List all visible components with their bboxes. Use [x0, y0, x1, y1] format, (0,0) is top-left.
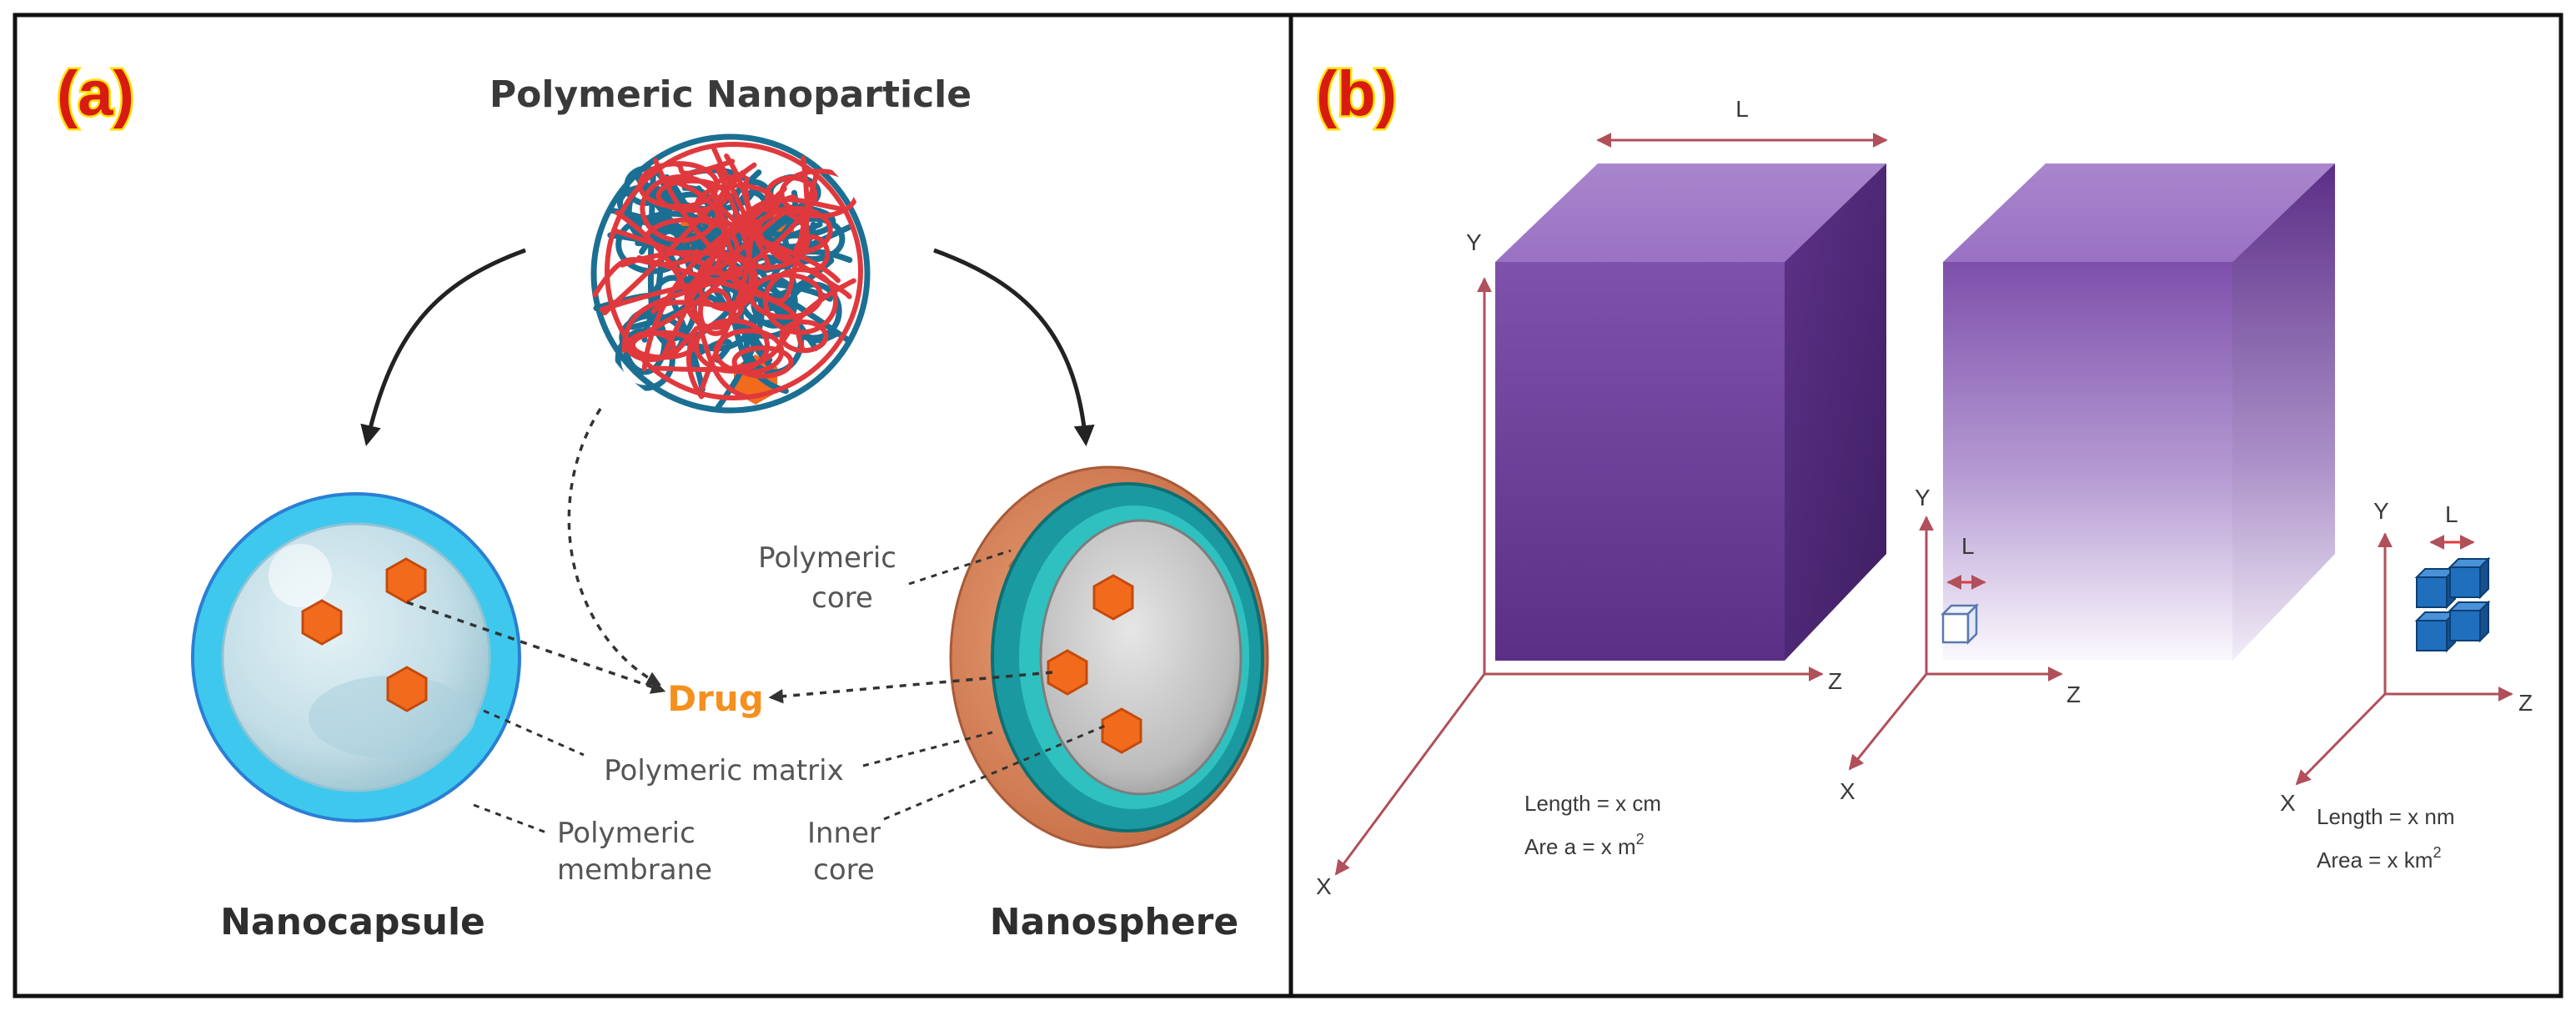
- polymer-rim: [590, 133, 871, 414]
- cube-length-label: L: [1735, 96, 1749, 122]
- nanocapsule-label: Nanocapsule: [220, 901, 485, 943]
- polymer-loop: [655, 178, 730, 214]
- polymeric-matrix-label: Polymeric matrix: [604, 754, 843, 787]
- nanosphere-label: Nanosphere: [990, 901, 1238, 943]
- right-x-axis-label: X: [2280, 790, 2296, 816]
- left-y-axis-label: Y: [1466, 229, 1482, 255]
- drug-arrow-from-nanoparticle: [567, 408, 662, 686]
- left-length-formula: Length = x cm: [1524, 791, 1661, 816]
- membrane-leader: [473, 803, 547, 834]
- polymer-loop: [615, 214, 690, 274]
- blue-cube: [2448, 600, 2491, 643]
- right-length-formula: Length = x nm: [2317, 804, 2455, 829]
- polymer-rim: [605, 142, 863, 400]
- inner-core-label-line1: Inner: [807, 817, 881, 850]
- polymeric-nanoparticle-title: Polymeric Nanoparticle: [490, 73, 972, 116]
- polymer-strand: [670, 326, 705, 400]
- polymer-loop: [693, 318, 771, 374]
- polymer-loop: [731, 345, 794, 379]
- right-area-formula: Area = x km2: [2317, 844, 2441, 873]
- middle-x-axis-label: X: [1840, 778, 1855, 804]
- middle-z-axis-label: Z: [2066, 682, 2081, 707]
- drug-arrow-from-nanocapsule: [406, 601, 666, 694]
- middle-axes: [1848, 516, 2063, 771]
- polymer-strand: [659, 174, 792, 274]
- polymer-strand: [599, 158, 744, 312]
- polymeric-membrane-label-line1: Polymeric: [557, 817, 695, 850]
- right-y-axis-label: Y: [2373, 498, 2389, 524]
- polymeric-core-label-line2: core: [811, 581, 873, 615]
- panel-b: (b) L Y Z X Length = x cm Are a = x m2: [1314, 57, 2533, 900]
- right-z-axis-label: Z: [2518, 690, 2533, 716]
- right-axes: [2295, 532, 2513, 786]
- polymeric-nanoparticle-graphic: [584, 127, 877, 420]
- small-wireframe-cube: [1940, 602, 1980, 646]
- panel-a-letter: (a): [57, 58, 134, 129]
- inner-core-leader: [883, 722, 1110, 821]
- left-x-axis-label: X: [1316, 873, 1332, 899]
- arrow-to-nanocapsule: [360, 248, 526, 446]
- panel-a: (a) Polymeric Nanoparticle Na: [55, 57, 1269, 943]
- polymeric-membrane-label-line2: membrane: [557, 853, 712, 887]
- arrow-to-nanosphere: [933, 248, 1095, 446]
- polymer-strand: [620, 143, 771, 271]
- panel-b-letter: (b): [1316, 58, 1397, 129]
- left-area-formula: Are a = x m2: [1524, 831, 1645, 859]
- polymer-loop: [697, 287, 734, 336]
- left-axes: [1334, 277, 1824, 876]
- left-z-axis-label: Z: [1828, 668, 1842, 694]
- polymeric-core-label-line1: Polymeric: [758, 541, 896, 575]
- blue-cube: [2448, 556, 2491, 600]
- nanosphere-graphic: [949, 465, 1269, 849]
- inner-core-label-line2: core: [813, 853, 875, 887]
- large-purple-cube: [1495, 163, 1886, 661]
- blue-cube-cluster: [2414, 556, 2491, 653]
- blue-cube-length-label: L: [2445, 501, 2458, 527]
- middle-y-axis-label: Y: [1915, 485, 1931, 511]
- faded-purple-cube: [1943, 163, 2335, 661]
- small-cube-length-label: L: [1961, 533, 1975, 559]
- polymer-strand: [614, 170, 820, 304]
- nanocapsule-graphic: [191, 492, 521, 822]
- polymer-loop: [764, 175, 818, 216]
- drug-label: Drug: [667, 678, 764, 719]
